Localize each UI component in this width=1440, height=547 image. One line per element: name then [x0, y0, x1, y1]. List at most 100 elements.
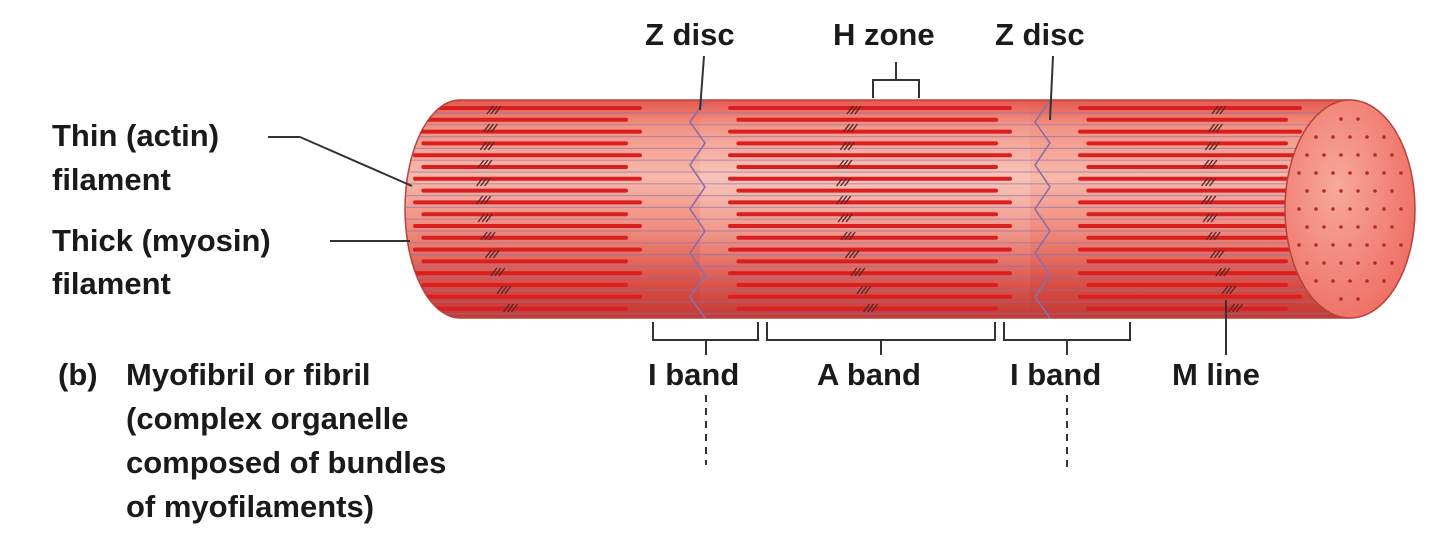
hash-mark — [847, 141, 855, 151]
end-face-dot — [1322, 261, 1326, 265]
hash-mark — [844, 231, 852, 241]
hash-mark — [1215, 123, 1223, 133]
hash-mark — [1229, 285, 1237, 295]
hash-mark — [840, 177, 848, 187]
hash-mark — [844, 249, 852, 259]
end-face-dot — [1331, 207, 1335, 211]
h-zone-label: H zone — [833, 17, 935, 52]
end-face-dot — [1356, 297, 1360, 301]
hash-mark — [1204, 141, 1212, 151]
hash-mark — [1205, 177, 1213, 187]
end-face-dot — [1365, 207, 1369, 211]
hash-mark — [483, 141, 491, 151]
hash-mark — [490, 267, 498, 277]
hash-mark — [1209, 195, 1217, 205]
hash-mark — [1210, 159, 1218, 169]
end-face-dot — [1322, 225, 1326, 229]
end-face-dot — [1390, 225, 1394, 229]
hash-mark — [840, 195, 848, 205]
z-disc-left-leader — [699, 55, 705, 111]
hash-mark — [1210, 213, 1218, 223]
end-face-dot — [1382, 171, 1386, 175]
hash-mark — [1219, 105, 1227, 115]
hash-mark — [1202, 159, 1210, 169]
hash-mark — [484, 231, 492, 241]
end-face-dot — [1314, 135, 1318, 139]
caption-body-line3: of myofilaments) — [126, 489, 375, 524]
hash-mark — [844, 195, 852, 205]
end-face-dot — [1297, 171, 1301, 175]
end-face-dot — [1297, 243, 1301, 247]
i-band-left-label: I band — [648, 357, 740, 392]
end-face-dot — [1305, 225, 1309, 229]
hash-mark — [846, 105, 854, 115]
hash-mark — [1217, 249, 1225, 259]
hash-mark — [476, 195, 484, 205]
end-face-dot — [1314, 243, 1318, 247]
end-face-dot — [1305, 189, 1309, 193]
end-face-dot — [1339, 117, 1343, 121]
hash-mark — [837, 213, 845, 223]
hash-mark — [840, 231, 848, 241]
filaments-group — [405, 106, 1350, 315]
hash-mark — [502, 303, 511, 313]
hash-mark — [476, 177, 484, 187]
hash-mark — [854, 105, 862, 115]
end-face-dot — [1382, 243, 1386, 247]
hash-mark — [486, 105, 494, 115]
hash-mark — [866, 303, 875, 313]
i-band-right-bracket — [1003, 322, 1131, 355]
hash-mark — [488, 249, 496, 259]
hash-mark — [1215, 267, 1223, 277]
hash-mark — [862, 303, 871, 313]
end-face-dot — [1356, 153, 1360, 157]
end-face-dot — [1382, 279, 1386, 283]
hash-mark — [852, 249, 860, 259]
hash-mark — [477, 159, 485, 169]
hash-mark — [484, 249, 492, 259]
hash-mark — [480, 177, 488, 187]
end-face-dot — [1356, 261, 1360, 265]
hash-mark — [854, 267, 862, 277]
hash-mark — [479, 141, 487, 151]
end-face-dot — [1390, 189, 1394, 193]
hash-mark — [850, 267, 858, 277]
hash-mark — [856, 285, 864, 295]
hash-mark — [1209, 177, 1217, 187]
hash-mark — [845, 213, 853, 223]
hash-mark — [841, 159, 849, 169]
hash-mark — [864, 285, 872, 295]
caption-title: Myofibril or fibril — [126, 357, 371, 392]
z-disc-right-leader — [1049, 55, 1054, 121]
end-face-dot — [1365, 171, 1369, 175]
end-face-dot — [1348, 207, 1352, 211]
end-face-dot — [1356, 225, 1360, 229]
h-zone-bracket — [872, 62, 920, 98]
hash-mark — [1207, 123, 1215, 133]
end-face-dot — [1390, 261, 1394, 265]
hash-mark — [496, 285, 504, 295]
hash-mark — [1205, 231, 1213, 241]
hash-mark — [837, 159, 845, 169]
i-band-right-label: I band — [1010, 357, 1102, 392]
hash-mark — [848, 231, 856, 241]
hash-mark — [481, 159, 489, 169]
thin-filament-label-line2: filament — [52, 162, 171, 197]
hash-mark — [1211, 105, 1219, 115]
hash-mark — [1208, 141, 1216, 151]
end-face-dot — [1348, 171, 1352, 175]
hash-mark — [504, 285, 512, 295]
hash-mark — [848, 249, 856, 259]
end-face-dot — [1382, 207, 1386, 211]
hash-mark — [841, 213, 849, 223]
hash-mark — [484, 177, 492, 187]
hash-mark — [1212, 141, 1220, 151]
hash-mark — [1205, 195, 1213, 205]
end-face-dot — [1399, 171, 1403, 175]
hash-mark — [1202, 213, 1210, 223]
end-face-dot — [1365, 135, 1369, 139]
a-band-bracket — [766, 322, 996, 355]
hash-mark — [836, 177, 844, 187]
hash-mark — [1211, 123, 1219, 133]
hash-mark — [846, 123, 854, 133]
